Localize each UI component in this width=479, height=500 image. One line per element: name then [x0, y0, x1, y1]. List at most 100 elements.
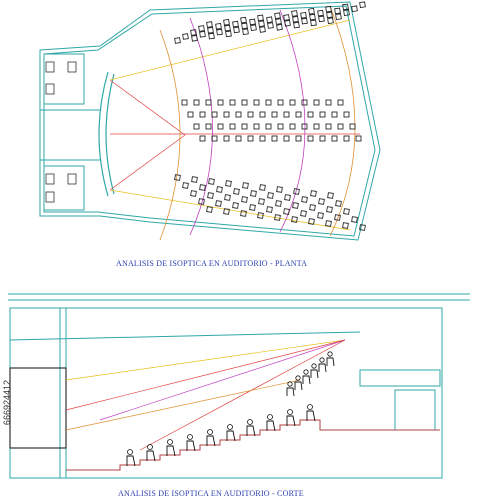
seat	[247, 135, 254, 142]
seat	[325, 123, 332, 130]
isoptic-sightlines-section	[65, 339, 346, 451]
seat	[327, 192, 334, 199]
seat-with-spectator	[146, 450, 156, 462]
seat	[325, 5, 332, 13]
spectator-head	[267, 414, 273, 420]
spectator-head	[167, 439, 173, 445]
seat	[291, 10, 298, 17]
seat	[343, 111, 350, 118]
plan-seat-blocks	[174, 1, 366, 231]
seat	[300, 210, 307, 217]
seat	[351, 5, 358, 12]
seat	[267, 22, 274, 29]
seat	[310, 190, 317, 197]
seat	[277, 123, 284, 130]
stepped-floor	[66, 419, 440, 471]
seat	[276, 24, 283, 31]
spectator-head	[207, 429, 213, 435]
seat-with-spectator	[286, 415, 296, 427]
seat	[317, 9, 324, 17]
balcony-seat	[302, 375, 311, 385]
stage	[98, 71, 115, 197]
seat	[267, 192, 274, 199]
seat	[334, 7, 341, 15]
seat	[240, 16, 247, 24]
seat	[342, 3, 349, 11]
seat	[359, 1, 366, 8]
seat	[283, 111, 290, 118]
seat	[207, 27, 214, 34]
seat	[276, 186, 283, 193]
seat	[190, 29, 197, 36]
seat	[174, 37, 181, 44]
seat	[232, 202, 239, 209]
seat	[310, 19, 317, 27]
seat	[327, 17, 334, 24]
seat	[208, 178, 215, 185]
spectator-head	[307, 404, 313, 410]
seat	[289, 123, 296, 130]
balcony-seat	[286, 387, 295, 397]
balcony-spectator-head	[303, 369, 309, 375]
seat	[301, 99, 308, 106]
seat	[182, 33, 189, 40]
seat-with-spectator	[246, 425, 256, 437]
seat	[325, 99, 332, 106]
seat	[308, 8, 315, 15]
seat	[199, 111, 206, 118]
seat	[275, 200, 282, 207]
seat	[337, 123, 344, 130]
balcony-seat	[310, 369, 319, 379]
seat	[182, 182, 189, 189]
seat	[331, 111, 338, 118]
seat	[274, 214, 281, 221]
seat	[233, 188, 240, 195]
seat	[250, 190, 257, 197]
balcony-seats	[286, 351, 335, 397]
seat	[275, 18, 282, 25]
seat	[225, 30, 232, 38]
seat	[241, 22, 248, 30]
seat	[307, 135, 314, 142]
seat	[225, 180, 232, 187]
seat	[181, 99, 188, 106]
restroom-fixtures	[45, 61, 77, 203]
seat	[334, 214, 341, 221]
plan-walls	[39, 1, 381, 241]
spectator-head	[227, 424, 233, 430]
seat	[326, 206, 333, 213]
seat	[266, 206, 273, 213]
seat	[205, 123, 212, 130]
seat	[319, 135, 326, 142]
seat	[318, 198, 325, 205]
seat	[223, 208, 230, 215]
section-seats	[126, 404, 316, 467]
seat	[207, 192, 214, 199]
seat	[223, 111, 230, 118]
seat	[292, 16, 299, 23]
seat	[259, 135, 266, 142]
seat	[343, 135, 350, 142]
seat	[240, 210, 247, 217]
seat	[349, 123, 356, 130]
seat-with-spectator	[166, 445, 176, 457]
isoptic-sightlines-plan	[109, 19, 360, 231]
seat	[211, 111, 218, 118]
stock-id: 666924412	[2, 380, 12, 426]
seat	[335, 200, 342, 207]
seat	[283, 14, 290, 21]
seat	[229, 123, 236, 130]
seat	[301, 196, 308, 203]
seat	[199, 31, 206, 38]
seat	[258, 198, 265, 205]
stage-section	[9, 367, 67, 449]
seat	[198, 25, 205, 32]
spectator-head	[147, 444, 153, 450]
balcony-spectator-head	[287, 381, 293, 387]
seat	[241, 99, 248, 106]
balcony-spectator-head	[319, 357, 325, 363]
seat	[291, 216, 298, 223]
seat	[241, 196, 248, 203]
seat	[191, 35, 198, 42]
balcony-spectator-head	[311, 363, 317, 369]
